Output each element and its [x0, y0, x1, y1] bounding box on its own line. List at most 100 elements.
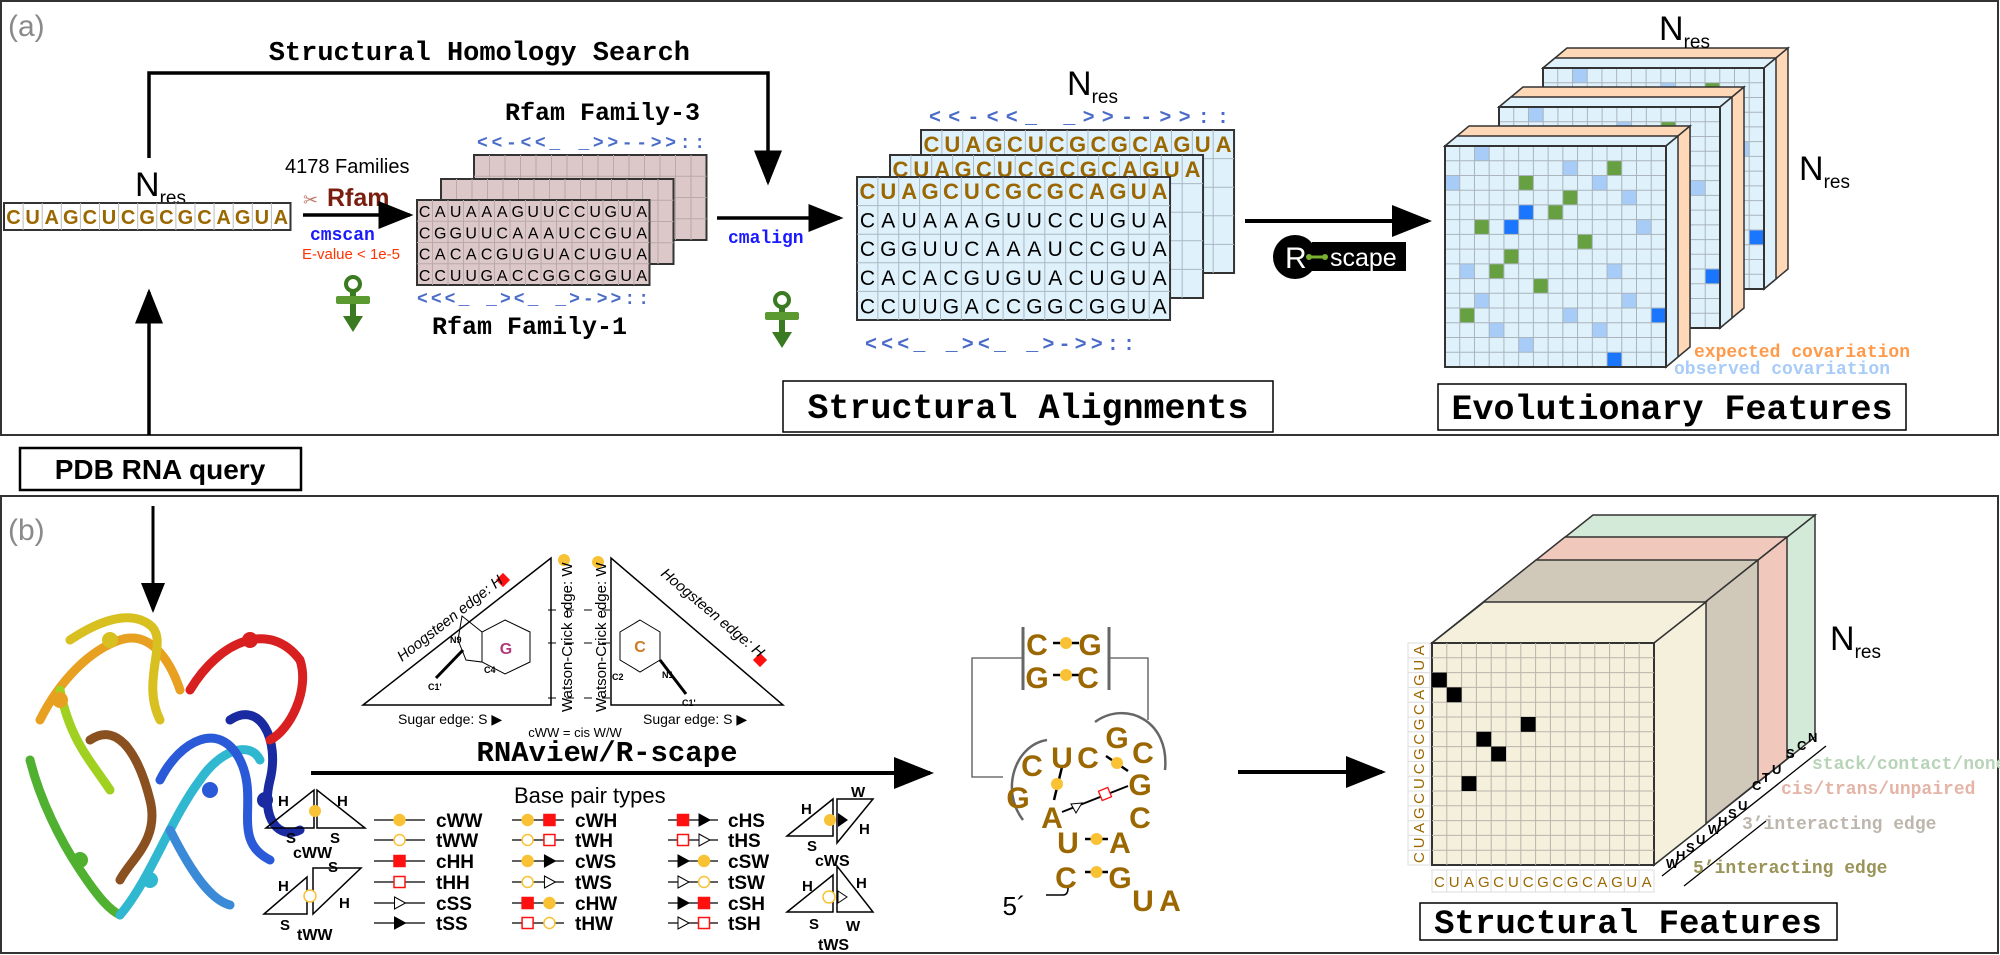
nucleotide: G [1411, 719, 1428, 731]
nucleotide: A [1153, 132, 1169, 157]
nucleotide: C [881, 295, 896, 318]
legend-label: tHS [728, 831, 761, 852]
query-sequence-box [3, 202, 292, 231]
rnaview-rscape-label: RNAview/R-scape [476, 737, 737, 770]
axis-line [1661, 745, 1827, 877]
nucleotide: A [1048, 267, 1062, 290]
atom-c2: C2 [612, 672, 624, 682]
edge-label: H [802, 878, 813, 895]
nucleotide: C [6, 207, 20, 229]
scissors-icon: ✂ [303, 190, 318, 210]
nucleotide: G [511, 204, 523, 221]
nucleotide: U [1626, 874, 1637, 891]
homology-search-bracket-arrow [147, 71, 782, 186]
panel-b-frame [0, 495, 1999, 954]
cmalign-label: cmalign [728, 229, 804, 249]
nucleotide: G [985, 132, 1002, 157]
nucleotide: A [1411, 823, 1428, 833]
edge5-label: 5’interacting edge [1693, 859, 1887, 879]
filled-circle-icon [393, 813, 406, 827]
rna-3d-structure-image [25, 613, 308, 920]
legend-item-cSS: cSS [374, 894, 472, 915]
hoogsteen-square-icon [752, 652, 768, 668]
evolutionary-features-title: Evolutionary Features [1451, 390, 1892, 430]
nucleotide: G [1110, 267, 1126, 290]
rna-nucleotide [142, 872, 158, 888]
contact-cell [1476, 731, 1492, 747]
nucleotide: A [1122, 157, 1138, 182]
covariation-cell-observed [1474, 146, 1490, 161]
nucleotide: G [1108, 862, 1131, 895]
filled-triangle-icon [543, 854, 557, 868]
nucleotide: C [923, 132, 939, 157]
nucleotide: C [1068, 179, 1084, 204]
legend-label: tHW [575, 914, 613, 935]
axis-tick: H [1676, 848, 1685, 863]
nucleotide: C [481, 247, 493, 264]
nucleotide: C [496, 225, 508, 242]
nucleotide: U [589, 204, 601, 221]
nucleotide: A [1411, 690, 1428, 700]
nucleotide: U [1131, 179, 1147, 204]
nucleotide: G [1411, 674, 1428, 686]
open-triangle-icon [698, 833, 712, 847]
nucleotide: A [497, 268, 508, 285]
nucleotide: C [450, 247, 462, 264]
nucleotide: A [934, 157, 950, 182]
filled-triangle-icon [677, 896, 691, 910]
nucleotide: U [922, 295, 937, 318]
nucleotide: U [450, 204, 462, 221]
nucleotide: U [1089, 267, 1104, 290]
axis-tick: T [1762, 770, 1770, 785]
nucleotide: A [1159, 885, 1181, 918]
rna-strand [225, 710, 305, 837]
nucleotide: A [1464, 874, 1474, 891]
cmscan-label: cmscan [310, 226, 375, 246]
nucleotide: G [604, 247, 616, 264]
open-triangle-icon [1070, 802, 1083, 814]
nucleotide: C [1411, 704, 1428, 715]
filled-circle-icon [1060, 669, 1072, 681]
alignment-nres-label: Nres [1067, 65, 1118, 108]
nucleotide: C [1018, 157, 1034, 182]
hairpin-bracket [1109, 657, 1149, 720]
rna-strand [55, 685, 115, 795]
nucleotide: U [1195, 132, 1211, 157]
nucleotide: U [620, 204, 632, 221]
nucleotide: G [943, 295, 959, 318]
legend-label: cWS [575, 852, 616, 873]
nucleotide: G [434, 225, 446, 242]
axis-tick: H [1718, 814, 1727, 829]
atom-c4: C4 [484, 665, 496, 675]
cytosine-ring [619, 619, 661, 673]
tws-geometry-label: tWS [818, 937, 849, 954]
nucleotide: C [1089, 238, 1104, 261]
filled-triangle-icon [394, 916, 407, 930]
wc-edge-left: Watson-Crick edge: W [559, 562, 576, 712]
nucleotide: G [496, 247, 508, 264]
nucleotide: U [1131, 238, 1146, 261]
axis-tick: C [1797, 738, 1807, 753]
nucleotide: U [1028, 132, 1044, 157]
structural-nres-label: Nres [1830, 620, 1881, 663]
nucleotide: C [1006, 295, 1021, 318]
family-structure-top: <<-<<_ _>>-->>:: [477, 134, 705, 154]
nucleotide: A [543, 225, 554, 242]
covariation-cell-expected [1533, 278, 1549, 294]
legend-item-cHW: cHW [512, 894, 617, 915]
hoogsteen-edge-right: Hoogsteen edge: H [657, 565, 767, 661]
nucleotide: G [984, 210, 1000, 233]
leontis-westhof-diagram: Hoogsteen edge: H Hoogsteen edge: H Wats… [360, 554, 786, 740]
nucleotide: A [528, 225, 539, 242]
nucleotide: A [1027, 238, 1041, 261]
rna-strand [85, 730, 157, 885]
filled-circle-icon [1051, 778, 1063, 790]
nucleotide: C [434, 268, 446, 285]
covariation-cell-expected [1459, 308, 1475, 323]
contact-cell [1520, 717, 1536, 732]
legend-label: tSS [436, 914, 468, 935]
nucleotide: G [1567, 874, 1579, 891]
open-triangle-icon [677, 875, 691, 889]
